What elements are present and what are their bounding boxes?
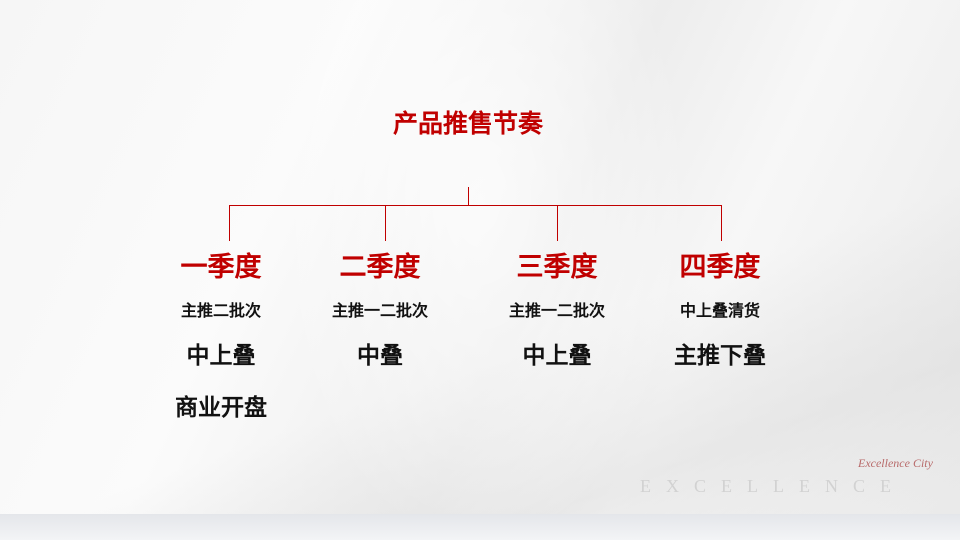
connector-q4 [721, 205, 722, 241]
product-item: 商业开盘 [175, 395, 267, 421]
column-q4: 四季度 中上叠清货 主推下叠 [645, 250, 795, 372]
column-q3: 三季度 主推一二批次 中上叠 [482, 250, 632, 372]
product-item: 中上叠 [186, 343, 256, 369]
column-q2: 二季度 主推一二批次 中叠 [305, 250, 455, 372]
season-subtitle: 主推一二批次 [508, 301, 605, 320]
connector-q3 [557, 205, 558, 241]
product-item: 中叠 [357, 343, 403, 369]
column-q1: 一季度 主推二批次 中上叠 商业开盘 [146, 250, 296, 424]
connector-q2 [385, 205, 386, 241]
season-subtitle: 主推一二批次 [331, 301, 428, 320]
season-subtitle: 中上叠清货 [679, 301, 760, 320]
season-label: 四季度 [679, 252, 761, 283]
season-label: 二季度 [339, 252, 421, 283]
connector-q1 [229, 205, 230, 241]
watermark-text: EXCELLENCE [640, 476, 906, 496]
connector-root [468, 187, 469, 205]
bottom-band [0, 514, 960, 540]
season-subtitle: 主推二批次 [180, 301, 261, 320]
season-label: 一季度 [180, 252, 262, 283]
diagram-title: 产品推售节奏 [392, 109, 543, 138]
connector-horizontal [229, 205, 722, 206]
watermark-script-logo: Excellence City [858, 456, 933, 470]
product-item: 中上叠 [522, 343, 592, 369]
season-label: 三季度 [516, 252, 598, 283]
product-item: 主推下叠 [674, 343, 766, 369]
